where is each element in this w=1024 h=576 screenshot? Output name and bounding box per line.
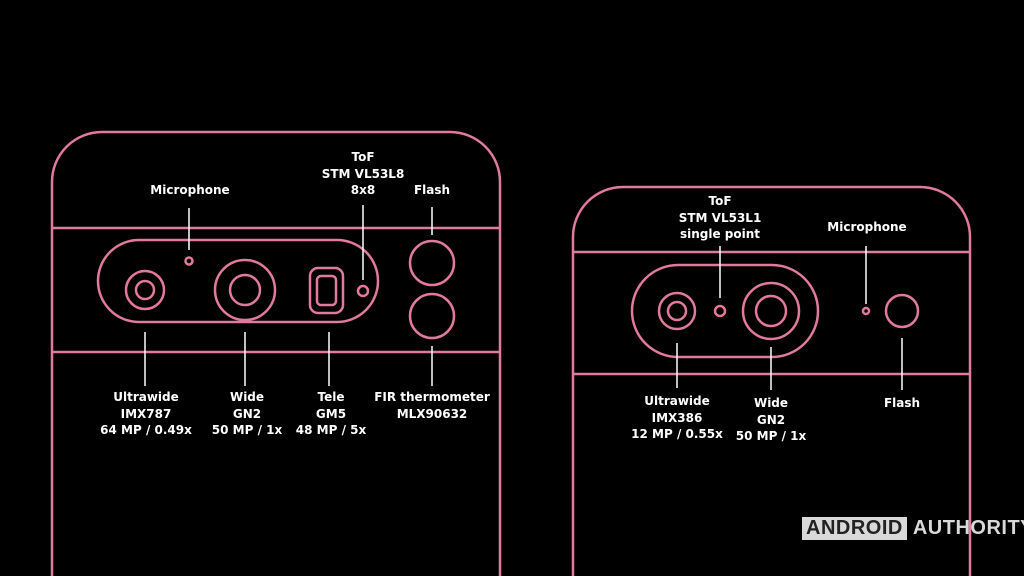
- label-line: STM VL53L8: [321, 166, 405, 181]
- label-line: ToF: [708, 194, 732, 208]
- left-microphone-label: Microphone: [150, 182, 229, 199]
- label-line: 64 MP / 0.49x: [100, 423, 192, 437]
- label-line: IMX787: [120, 406, 172, 421]
- label-line: MLX90632: [396, 406, 468, 421]
- right-flash-label: Flash: [884, 395, 920, 412]
- label-line: GM5: [315, 406, 347, 421]
- right-microphone-label: Microphone: [827, 219, 906, 236]
- watermark-authority: AUTHORITY: [912, 517, 1024, 539]
- right-ultrawide-lens: [657, 291, 697, 331]
- left-camera-pill: [96, 238, 380, 324]
- right-phone-body: [571, 185, 972, 576]
- label-line: Microphone: [150, 183, 230, 197]
- right-microphone-hole: [861, 306, 871, 316]
- left-fir-thermometer: [408, 292, 456, 340]
- label-line: Tele: [317, 390, 345, 404]
- right-leader-lines: [676, 246, 903, 390]
- label-line: IMX386: [651, 410, 703, 425]
- left-tof-label: ToF STM VL53L8 8x8: [322, 149, 405, 199]
- left-leader-lines: [144, 205, 433, 386]
- label-line: ToF: [351, 150, 375, 164]
- label-line: 12 MP / 0.55x: [631, 427, 723, 441]
- left-flash-label: Flash: [414, 182, 450, 199]
- left-microphone-hole: [184, 256, 194, 266]
- label-line: Flash: [883, 396, 921, 410]
- label-line: single point: [679, 227, 761, 241]
- left-tele-lens: [308, 266, 345, 315]
- label-line: GN2: [232, 406, 262, 421]
- label-line: Ultrawide: [113, 390, 179, 404]
- label-line: Wide: [753, 396, 789, 410]
- label-line: 48 MP / 5x: [295, 423, 367, 437]
- label-line: Wide: [229, 390, 265, 404]
- right-flash: [884, 293, 920, 329]
- left-flash: [408, 239, 456, 287]
- label-line: 8x8: [350, 183, 376, 197]
- label-line: GN2: [756, 412, 786, 427]
- label-line: 50 MP / 1x: [735, 429, 807, 443]
- label-line: FIR thermometer: [374, 390, 490, 404]
- right-camera-pill: [630, 263, 820, 359]
- label-line: Ultrawide: [644, 394, 710, 408]
- label-line: Microphone: [827, 220, 907, 234]
- right-tof-label: ToF STM VL53L1 single point: [679, 193, 762, 243]
- android-authority-watermark: ANDROID AUTHORITY: [802, 517, 1024, 540]
- right-wide-lens: [741, 281, 801, 341]
- label-line: STM VL53L1: [678, 210, 762, 225]
- left-tof-sensor: [356, 284, 370, 298]
- label-line: Flash: [413, 183, 451, 197]
- right-tof-sensor: [713, 304, 727, 318]
- left-wide-lens: [213, 258, 277, 322]
- left-ultrawide-lens: [124, 269, 166, 311]
- label-line: 50 MP / 1x: [211, 423, 283, 437]
- left-phone-body: [50, 130, 502, 576]
- watermark-android: ANDROID: [802, 517, 907, 540]
